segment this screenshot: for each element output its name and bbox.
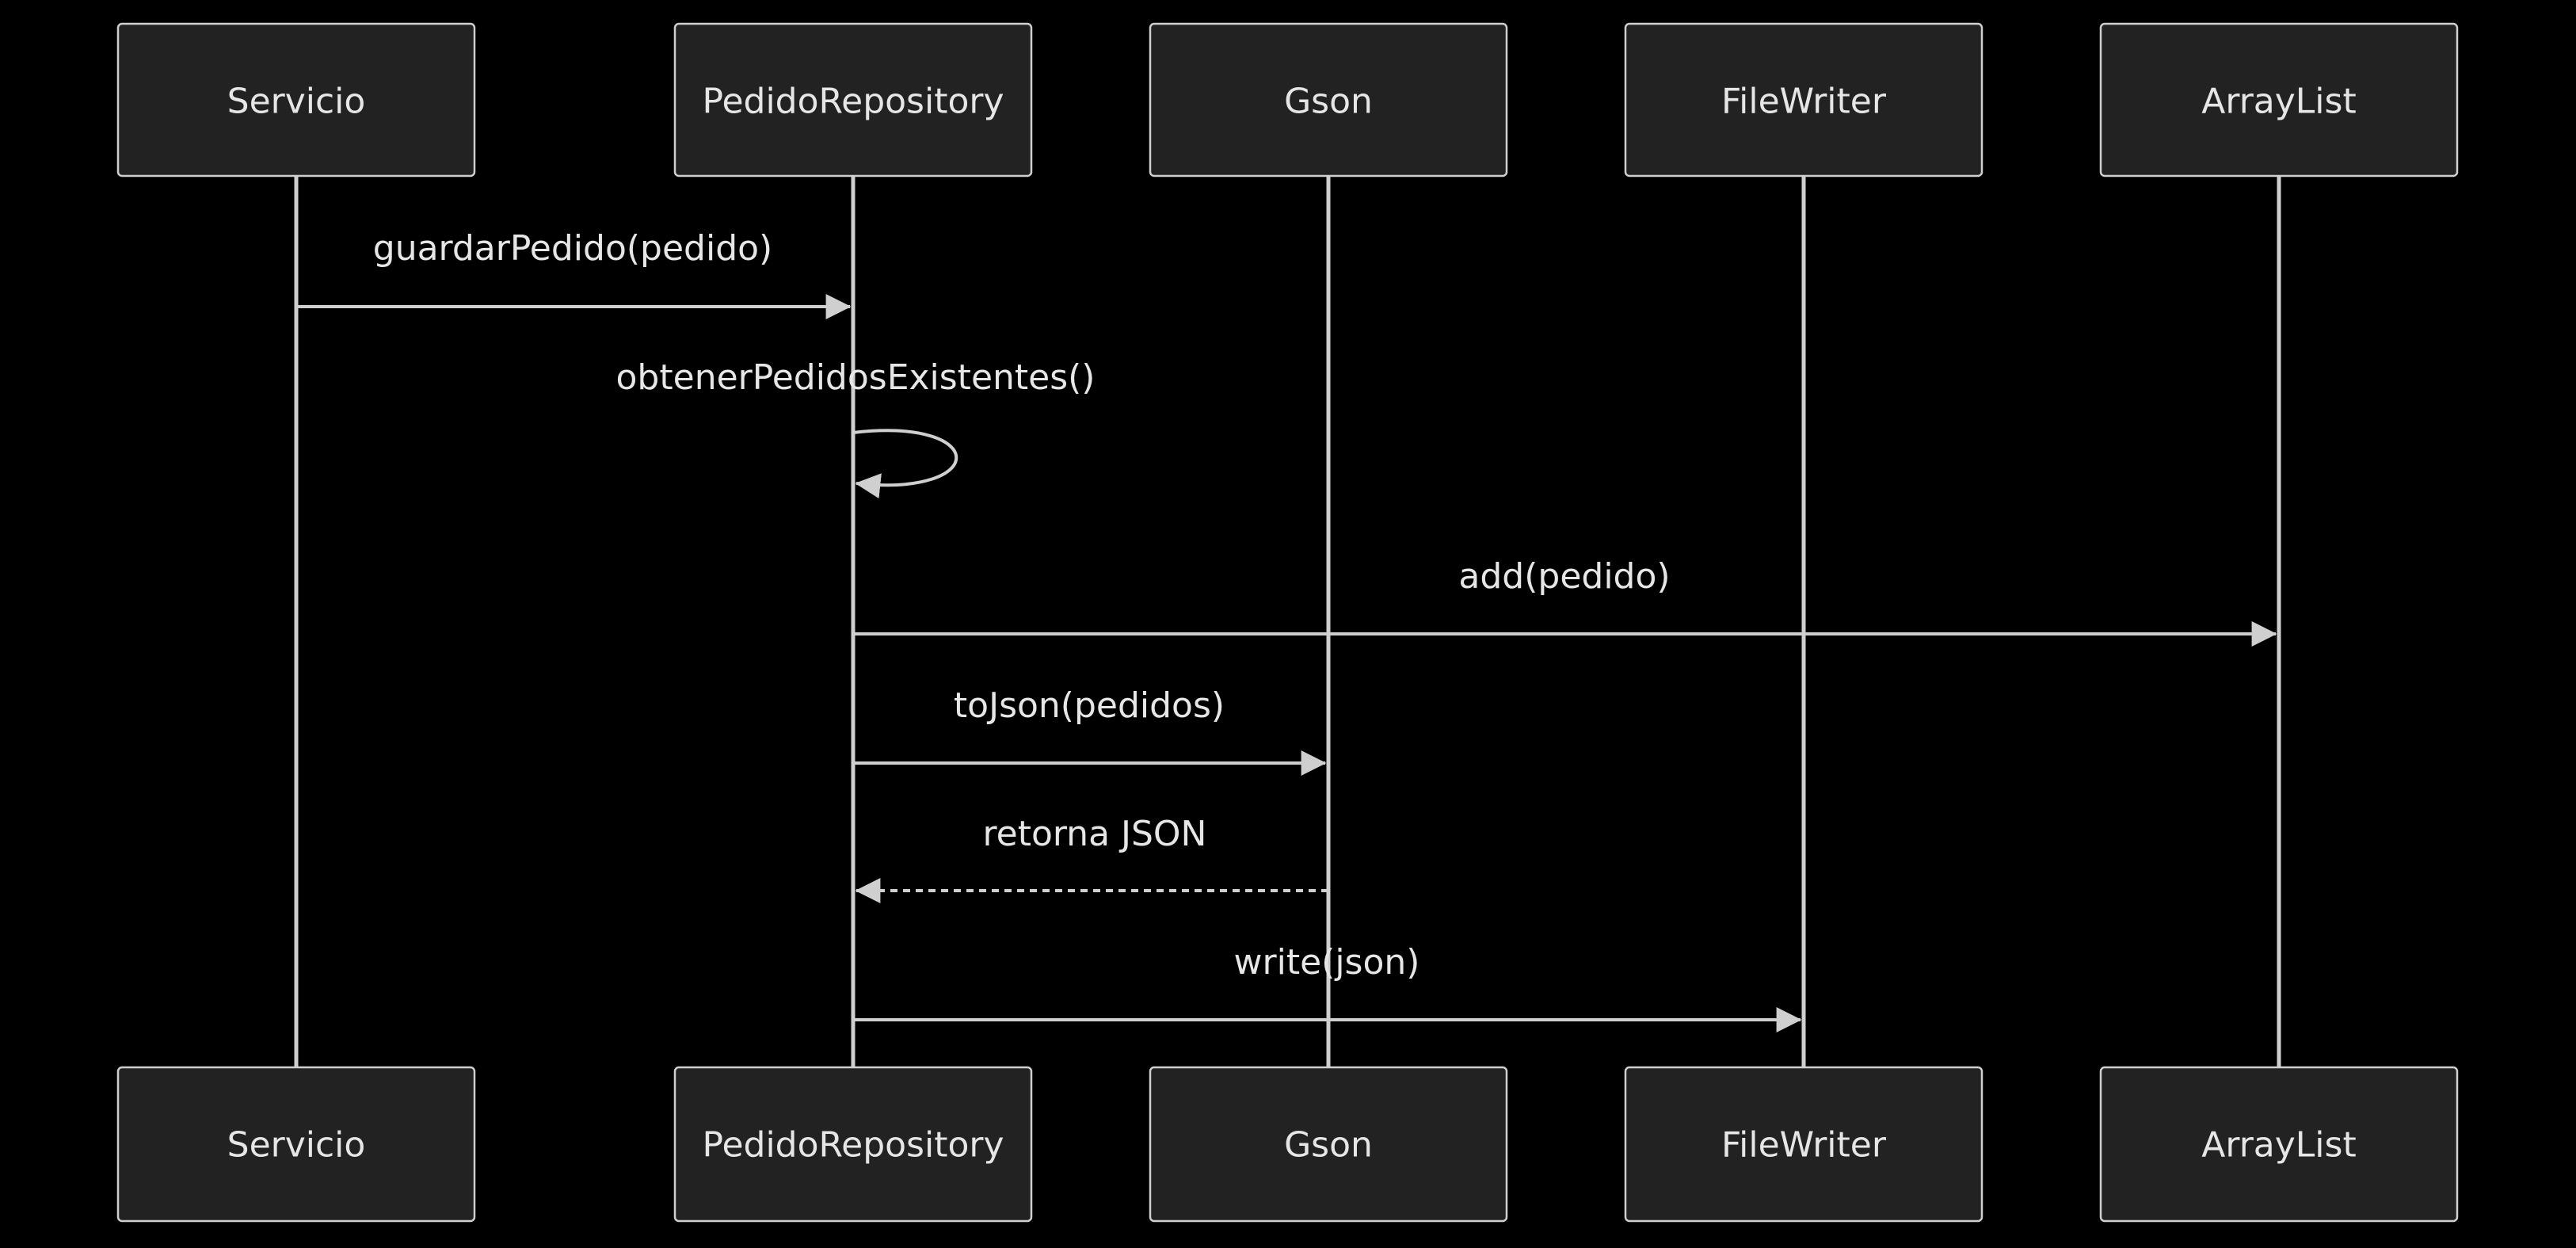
message-retorna-json: retorna JSON (855, 814, 1328, 903)
message-label: add(pedido) (1458, 556, 1670, 597)
lifelines (294, 176, 2281, 1067)
message-label: guardarPedido(pedido) (373, 228, 772, 269)
actor-filewriter-bottom: FileWriter (1624, 1066, 1983, 1223)
actors-bottom: Servicio PedidoRepository Gson FileWrite… (116, 1066, 2459, 1223)
actor-pedidorepository-bottom: PedidoRepository (673, 1066, 1033, 1223)
actor-label: Gson (1284, 1125, 1373, 1166)
actor-label: Servicio (227, 1125, 366, 1166)
message-self-loop-arrow (852, 429, 958, 499)
actor-filewriter-top: FileWriter (1624, 22, 1983, 177)
message-obtener-pedidos-existentes: obtenerPedidosExistentes() (616, 357, 1096, 499)
actor-label: FileWriter (1721, 82, 1887, 122)
actor-servicio-bottom: Servicio (116, 1066, 476, 1223)
actor-pedidorepository-top: PedidoRepository (673, 22, 1033, 177)
actor-label: ArrayList (2201, 82, 2356, 122)
message-to-json: toJson(pedidos) (853, 685, 1327, 776)
actor-arraylist-bottom: ArrayList (2099, 1066, 2459, 1223)
message-add-pedido: add(pedido) (853, 556, 2277, 647)
actor-label: ArrayList (2201, 1125, 2356, 1166)
actor-label: Servicio (227, 82, 366, 122)
message-write-json: write(json) (853, 942, 1802, 1032)
actor-label: FileWriter (1721, 1125, 1887, 1166)
message-label: toJson(pedidos) (954, 685, 1225, 726)
message-label: write(json) (1234, 942, 1420, 983)
actor-label: Gson (1284, 82, 1373, 122)
actor-gson-top: Gson (1149, 22, 1508, 177)
actors-top: Servicio PedidoRepository Gson FileWrite… (116, 22, 2459, 177)
actor-label: PedidoRepository (702, 82, 1004, 122)
actor-servicio-top: Servicio (116, 22, 476, 177)
actor-label: PedidoRepository (702, 1125, 1004, 1166)
actor-arraylist-top: ArrayList (2099, 22, 2459, 177)
message-label: obtenerPedidosExistentes() (616, 357, 1096, 398)
messages: guardarPedido(pedido) obtenerPedidosExis… (296, 228, 2277, 1032)
message-label: retorna JSON (983, 814, 1207, 854)
message-guardar-pedido: guardarPedido(pedido) (296, 228, 852, 319)
actor-gson-bottom: Gson (1149, 1066, 1508, 1223)
